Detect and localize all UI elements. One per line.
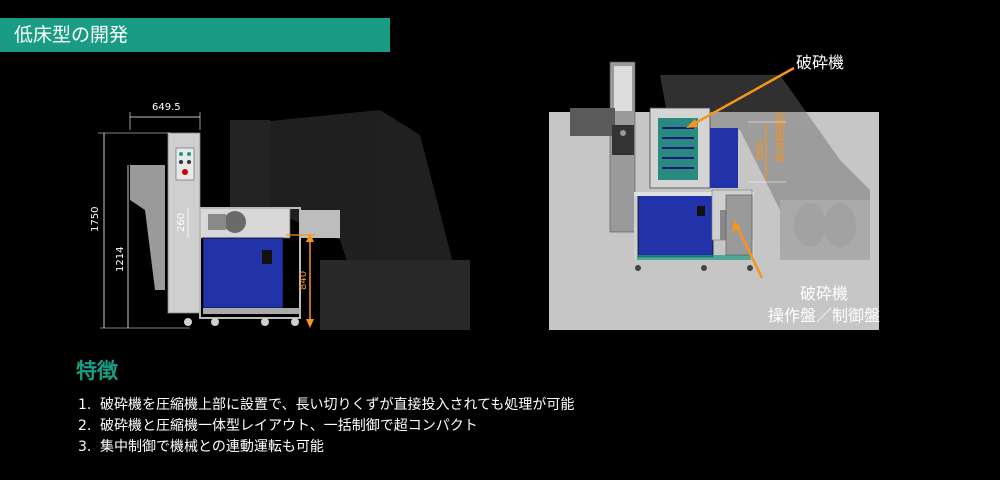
control-panel: [175, 147, 195, 181]
callout-arrow-panel: [734, 223, 764, 279]
dim-crusher-height: 260: [176, 208, 189, 238]
feature-number: 2.: [78, 418, 92, 434]
dim-width-label: 649.5: [152, 102, 181, 113]
dim-inner-height: 1214: [100, 165, 190, 329]
callout-panel-line1: 破砕機: [800, 284, 849, 303]
low-floor-machine-side-view: 649.5 1750 1214 260 840: [90, 90, 480, 340]
feature-text: 破砕機と圧縮機一体型レイアウト、一括制御で超コンパクト: [100, 418, 478, 434]
side-view-drawing: 649.5 1750 1214 260 840: [90, 102, 470, 330]
dim-crusher-height-label: 260: [176, 213, 187, 232]
frame: [199, 207, 301, 319]
callout-control-panel: 破砕機 操作盤／制御盤: [768, 283, 880, 327]
background-machinery: [660, 75, 870, 260]
crusher-section-note: 回転破砕部: [773, 112, 786, 162]
feature-item: 1. 破砕機を圧縮機上部に設置で、長い切りくずが直接投入されても処理が可能: [78, 395, 574, 416]
dim-low-floor-height: 840: [286, 233, 315, 328]
feature-text: 破砕機を圧縮機上部に設置で、長い切りくずが直接投入されても処理が可能: [100, 397, 575, 413]
callout-crusher-label: 破砕機: [796, 53, 845, 72]
dim-total-height: 1750: [90, 132, 170, 328]
chute: [130, 165, 165, 290]
installation-view: 690 回転破砕部: [540, 50, 1000, 350]
infeed: [570, 108, 615, 136]
callout-arrow-crusher: [689, 66, 795, 128]
feature-item: 2. 破砕機と圧縮機一体型レイアウト、一括制御で超コンパクト: [78, 416, 574, 437]
dim-crusher-depth: 690 回転破砕部: [748, 112, 786, 183]
dim-low-floor-height-label: 840: [298, 271, 309, 290]
page-title: 低床型の開発: [14, 24, 129, 46]
dim-total-height-label: 1750: [90, 207, 101, 232]
outlet: [300, 210, 340, 238]
header-bar: 低床型の開発: [0, 18, 390, 52]
conveyor-ghost: [230, 110, 470, 330]
dim-inner-height-label: 1214: [115, 247, 126, 272]
installation-drawing: 690 回転破砕部: [549, 61, 879, 330]
features-list: 1. 破砕機を圧縮機上部に設置で、長い切りくずが直接投入されても処理が可能 2. 破…: [78, 395, 574, 458]
dim-crusher-depth-label: 690: [755, 141, 766, 160]
feature-number: 3.: [78, 439, 92, 455]
compressor-unit: [637, 194, 714, 258]
feature-number: 1.: [78, 397, 92, 413]
feature-item: 3. 集中制御で機械との連動運転も可能: [78, 437, 574, 458]
dim-width: 649.5: [129, 102, 201, 130]
feature-text: 集中制御で機械との連動運転も可能: [100, 439, 324, 455]
callout-panel-line2: 操作盤／制御盤: [768, 306, 881, 325]
features-heading: 特徴: [76, 359, 118, 383]
compressor-unit: [202, 237, 284, 309]
control-cabinet: [725, 194, 753, 256]
